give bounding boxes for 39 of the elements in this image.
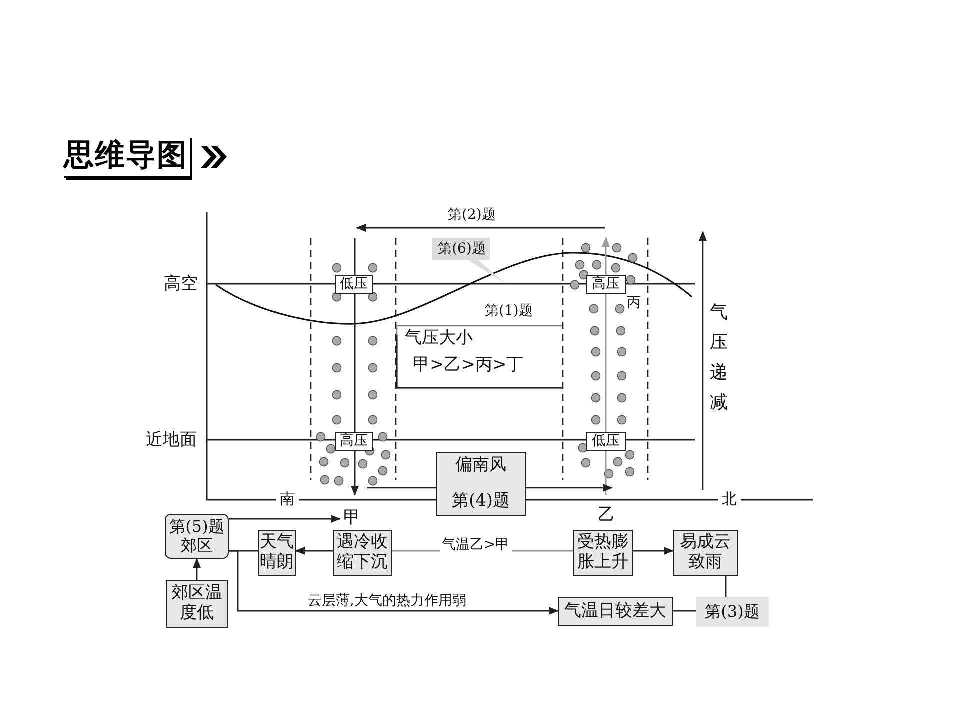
arrow	[633, 547, 674, 555]
arrow	[295, 547, 333, 555]
process-box: 易成云致雨	[673, 530, 738, 576]
heading: 思维导图	[64, 136, 190, 178]
pressure-label-box: 高压	[335, 432, 373, 451]
box-heading: 偏南风	[456, 456, 506, 476]
process-box: 受热膨胀上升	[573, 530, 633, 576]
question-tag: 第(3)题	[696, 597, 769, 627]
process-box: 气温日较差大	[558, 597, 673, 626]
arrow	[229, 515, 341, 523]
pressure-label-box: 低压	[586, 432, 626, 451]
level-label: 近地面	[146, 432, 197, 449]
pressure-label-box: 高压	[586, 275, 626, 294]
direction-label: 南	[276, 492, 299, 507]
level-label: 高空	[164, 276, 198, 293]
edge-label: 云层薄,大气的热力作用弱	[306, 594, 468, 608]
pressure-label-box: 低压	[335, 275, 373, 294]
note-text: 气压大小	[405, 330, 473, 347]
arrow	[193, 558, 201, 580]
process-box: 郊区温度低	[166, 580, 228, 628]
note-text: 甲>乙>丙>丁	[413, 357, 524, 374]
arrow	[229, 550, 559, 615]
question-label: 第(2)题	[448, 208, 496, 222]
process-box	[436, 452, 526, 516]
process-box: 天气晴朗	[258, 530, 296, 576]
location-label: 甲	[340, 508, 364, 530]
edge-label: 气温乙>甲	[440, 538, 512, 552]
question-label: 第(1)题	[485, 304, 533, 318]
direction-label: 北	[718, 492, 741, 507]
axis-label: 气压递减	[710, 301, 729, 415]
location-label: 乙	[598, 507, 615, 524]
box-text: 郊区	[181, 536, 213, 555]
box-heading: 第(5)题	[170, 518, 224, 536]
process-box: 遇冷收缩下沉	[333, 530, 392, 576]
process-box	[165, 514, 229, 559]
box-text: 第(4)题	[452, 492, 510, 512]
connector-line	[725, 576, 727, 597]
location-label: 丙	[627, 296, 641, 310]
connector-line	[673, 610, 696, 612]
